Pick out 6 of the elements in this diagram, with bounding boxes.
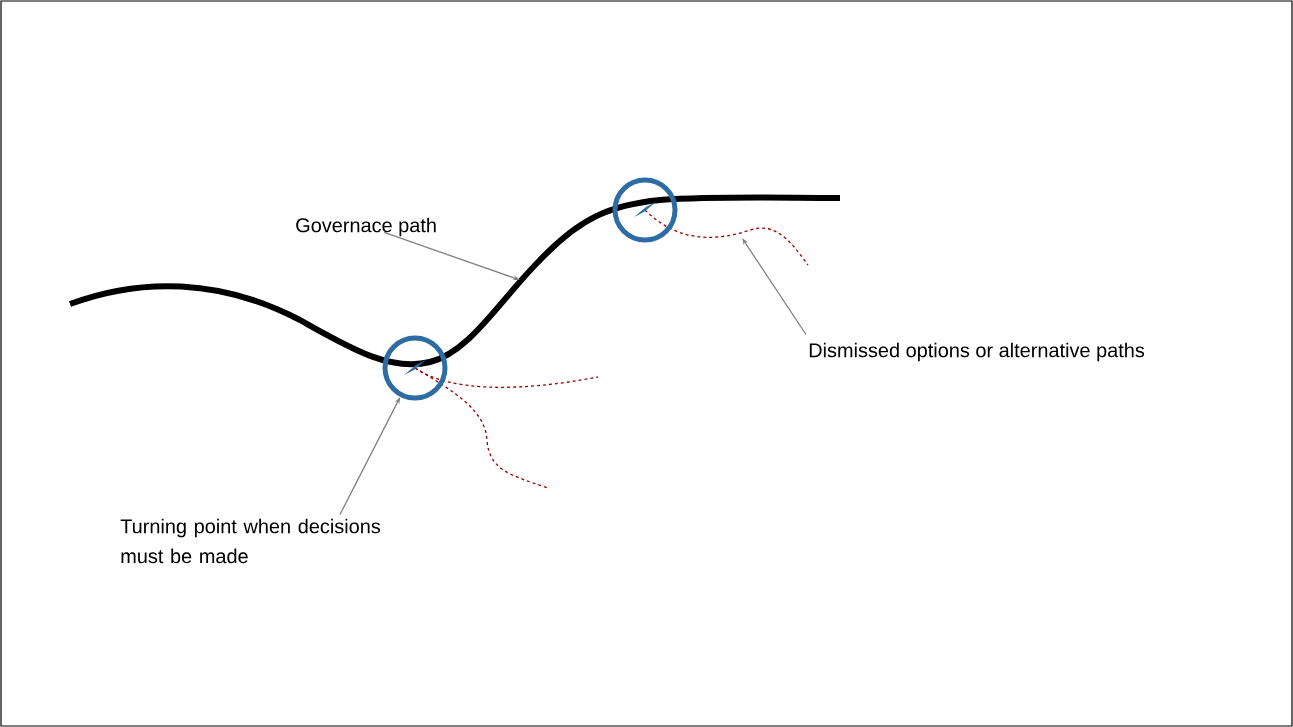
callout-text: Dismissed options or alternative paths [809, 342, 1145, 362]
callout-text: Turning point when decisions must be made [120, 518, 381, 564]
callout-text: Governace path [296, 217, 436, 237]
decision-circle [612, 177, 678, 243]
leader-line [742, 238, 807, 336]
decision-circle [382, 335, 448, 401]
